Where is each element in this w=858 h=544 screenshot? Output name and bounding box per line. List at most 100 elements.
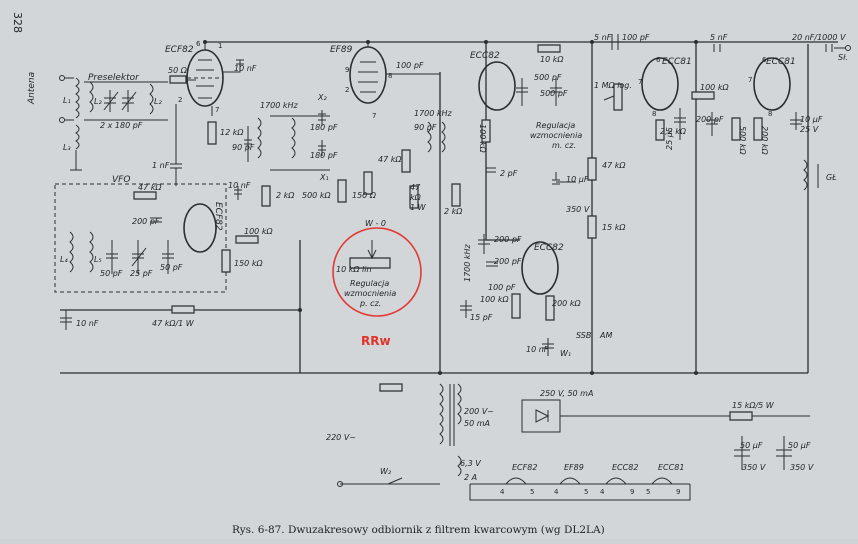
svg-text:15 kΩ/5 W: 15 kΩ/5 W — [732, 401, 775, 410]
svg-text:2,2 kΩ: 2,2 kΩ — [660, 127, 687, 136]
svg-text:50 Ω: 50 Ω — [168, 66, 188, 75]
svg-text:ECC82: ECC82 — [612, 463, 638, 472]
svg-text:15 kΩ: 15 kΩ — [602, 223, 626, 232]
svg-text:7: 7 — [215, 106, 219, 114]
svg-text:50 pF: 50 pF — [160, 263, 183, 272]
svg-text:5: 5 — [530, 488, 534, 496]
svg-text:500 pF: 500 pF — [534, 73, 562, 82]
figure-caption: Rys. 6-87. Dwuzakresowy odbiornik z filt… — [232, 524, 605, 536]
svg-text:L₅: L₅ — [94, 255, 102, 264]
page-number: 328 — [11, 12, 24, 33]
svg-text:SSB: SSB — [576, 331, 591, 340]
svg-text:25 µF: 25 µF — [665, 127, 674, 150]
svg-text:50 µF: 50 µF — [740, 441, 763, 450]
svg-text:150 Ω: 150 Ω — [352, 191, 377, 200]
svg-text:2 x 180 pF: 2 x 180 pF — [100, 121, 143, 130]
svg-text:100 pF: 100 pF — [622, 33, 650, 42]
svg-text:100 pF: 100 pF — [396, 61, 424, 70]
preselector-label: Preselektor — [88, 73, 140, 83]
svg-text:1 W: 1 W — [410, 203, 427, 212]
svg-text:180 pF: 180 pF — [310, 151, 338, 160]
tube-label: ECC81 — [766, 57, 796, 67]
svg-text:2: 2 — [178, 96, 182, 104]
svg-text:10 nF: 10 nF — [234, 64, 257, 73]
svg-text:2 kΩ: 2 kΩ — [276, 191, 295, 200]
svg-text:350 V: 350 V — [790, 463, 814, 472]
svg-text:200 V~: 200 V~ — [464, 407, 494, 416]
svg-text:10 kΩ: 10 kΩ — [540, 55, 564, 64]
svg-text:4: 4 — [500, 488, 505, 496]
svg-text:100 kΩ: 100 kΩ — [480, 295, 509, 304]
svg-text:6: 6 — [196, 40, 201, 48]
svg-text:7: 7 — [748, 76, 752, 84]
tube-label: ECC82 — [534, 243, 564, 253]
svg-text:50 µF: 50 µF — [788, 441, 811, 450]
vfo-section: VFO ECF82 47 kΩ 200 pF L₄ L₅ 50 pF 25 pF… — [54, 175, 227, 293]
svg-text:8: 8 — [768, 110, 772, 118]
svg-text:L₂: L₂ — [94, 97, 102, 106]
svg-text:20 nF/1000 V: 20 nF/1000 V — [792, 33, 846, 42]
svg-text:7: 7 — [372, 112, 376, 120]
svg-text:GŁ: GŁ — [826, 173, 837, 182]
svg-text:L₁: L₁ — [63, 96, 71, 105]
svg-text:180 pF: 180 pF — [310, 123, 338, 132]
svg-text:25 V: 25 V — [800, 125, 819, 134]
svg-text:47 kΩ: 47 kΩ — [602, 161, 626, 170]
tube-ecc81-first: ECC81 678 2,2 kΩ 25 µF 5 nF 100 kΩ 200 p… — [638, 33, 769, 155]
svg-text:Regulacja: Regulacja — [536, 121, 575, 130]
gain-control-rf: 10 kΩ lin Regulacja wzmocnienia p. cz. — [336, 240, 396, 308]
svg-text:X₁: X₁ — [319, 173, 329, 182]
svg-text:25 pF: 25 pF — [130, 269, 153, 278]
svg-text:2: 2 — [345, 86, 349, 94]
tube-label: ECF82 — [165, 45, 194, 55]
svg-text:EF89: EF89 — [564, 463, 584, 472]
svg-text:5 nF: 5 nF — [710, 33, 728, 42]
svg-text:m. cz.: m. cz. — [552, 141, 576, 150]
annotation-label: RRw — [361, 334, 391, 348]
svg-text:500 kΩ: 500 kΩ — [302, 191, 331, 200]
vfo-label: VFO — [112, 175, 130, 185]
svg-text:4: 4 — [600, 488, 605, 496]
svg-text:250 V, 50 mA: 250 V, 50 mA — [540, 389, 593, 398]
svg-text:15 pF: 15 pF — [470, 313, 493, 322]
svg-text:W₁: W₁ — [560, 349, 571, 358]
svg-text:p. cz.: p. cz. — [359, 299, 381, 308]
svg-text:5: 5 — [584, 488, 588, 496]
antenna-label: Antena — [27, 72, 37, 105]
svg-text:350 V: 350 V — [742, 463, 766, 472]
svg-text:10 µF: 10 µF — [800, 115, 823, 124]
tube-label: ECF82 — [213, 202, 223, 231]
svg-text:W - 0: W - 0 — [365, 219, 386, 228]
svg-text:1700 kHz: 1700 kHz — [260, 101, 299, 110]
svg-text:5 nF: 5 nF — [594, 33, 612, 42]
svg-text:50 mA: 50 mA — [464, 419, 490, 428]
svg-text:5: 5 — [646, 488, 650, 496]
power-supply: 200 V~ 50 mA 220 V~ 6,3 V 2 A 250 V, 50 … — [326, 383, 814, 487]
svg-text:200 pF: 200 pF — [494, 257, 522, 266]
preselector: Preselektor L₂ 2 x 180 pF L₂ 50 Ω — [84, 66, 196, 130]
gain-control-af: 5 nF 100 pF 1 MΩ log. Regulacja wzmocnie… — [530, 33, 650, 239]
svg-text:1 MΩ log.: 1 MΩ log. — [594, 81, 632, 90]
svg-text:AM: AM — [599, 331, 612, 340]
svg-text:200 pF: 200 pF — [132, 217, 160, 226]
svg-text:ECF82: ECF82 — [512, 463, 537, 472]
svg-text:10 kΩ lin: 10 kΩ lin — [336, 265, 372, 274]
phones-label: Sł. — [838, 53, 848, 62]
svg-text:L₄: L₄ — [60, 255, 68, 264]
svg-text:2 pF: 2 pF — [500, 169, 518, 178]
annotation-circle — [332, 227, 422, 317]
tube-ecc82-detector: ECC82 10 kΩ 500 pF 500 pF 100 kΩ 2 pF — [470, 44, 568, 178]
svg-text:X₂: X₂ — [317, 93, 327, 102]
svg-text:100 kΩ: 100 kΩ — [478, 124, 487, 153]
svg-text:6: 6 — [656, 56, 661, 64]
svg-text:6,3 V: 6,3 V — [460, 459, 481, 468]
svg-text:L₂: L₂ — [154, 97, 162, 106]
svg-text:500 pF: 500 pF — [540, 89, 568, 98]
crystal-filter-1: 1700 kHz 90 pF X₂ 180 pF 180 pF X₁ 2 kΩ … — [228, 93, 347, 207]
svg-text:47: 47 — [410, 183, 421, 192]
svg-text:2 kΩ: 2 kΩ — [444, 207, 463, 216]
antenna-input: Antena L₁ L₃ — [27, 72, 82, 171]
